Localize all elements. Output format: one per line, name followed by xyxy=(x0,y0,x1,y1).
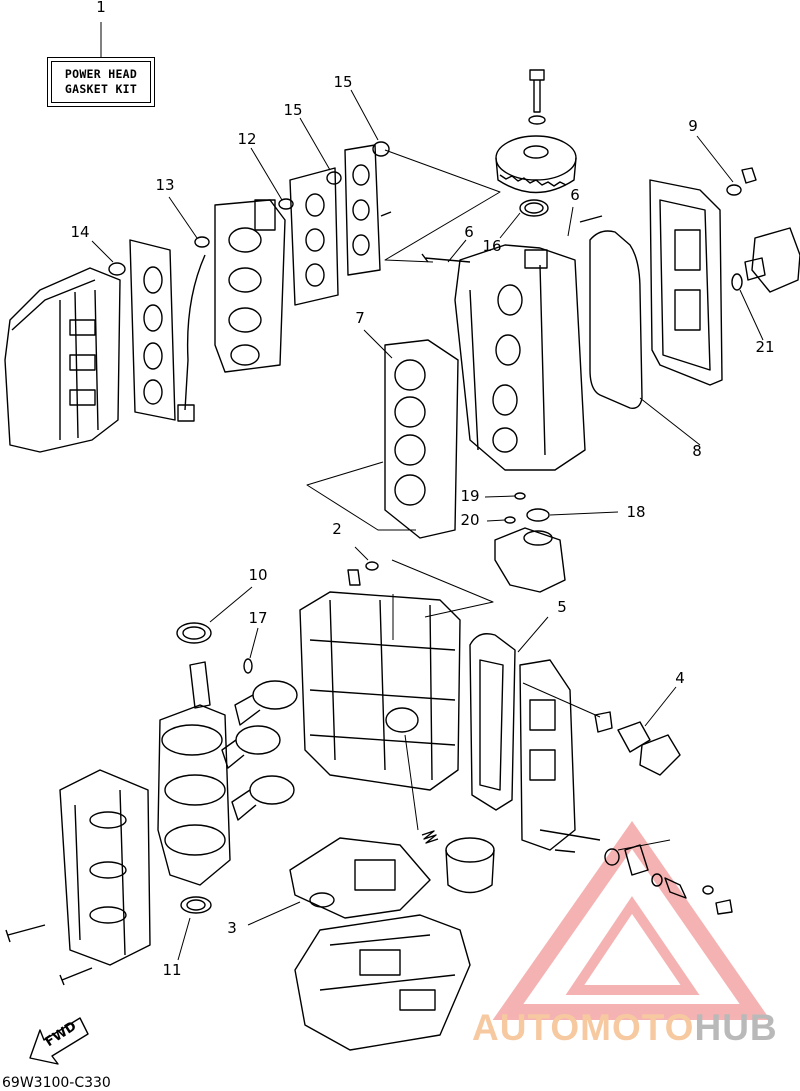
callout-15: 15 xyxy=(283,101,302,119)
crankcase-half xyxy=(59,769,151,966)
o-ring-14 xyxy=(108,262,126,276)
o-ring-17 xyxy=(243,658,253,674)
crankshaft xyxy=(157,661,231,886)
callout-1: 1 xyxy=(96,0,106,16)
guide-line xyxy=(617,839,671,851)
oil-seal-10 xyxy=(176,622,212,644)
plug xyxy=(741,167,757,184)
callout-6: 6 xyxy=(464,223,474,241)
callout-4: 4 xyxy=(675,669,685,687)
callout-5: 5 xyxy=(557,598,567,616)
exhaust-cover-gasket xyxy=(469,633,516,811)
cylinder-head xyxy=(454,244,586,471)
connector xyxy=(177,404,195,422)
callout-14: 14 xyxy=(70,223,89,241)
spring xyxy=(421,830,439,844)
flywheel-pulley xyxy=(495,135,577,194)
fwd-arrow-icon xyxy=(29,1017,89,1065)
callout-15: 15 xyxy=(333,73,352,91)
guide-line xyxy=(522,682,601,718)
o-ring-15b xyxy=(372,141,390,157)
watermark-text: AUTOMOTOHUB xyxy=(472,1008,778,1048)
callout-17: 17 xyxy=(248,609,267,627)
callout-8: 8 xyxy=(692,442,702,460)
bolt xyxy=(528,69,546,125)
thermostat-cover xyxy=(744,227,800,293)
throttle-body xyxy=(214,199,286,373)
watermark-text-main: AUTOMOTO xyxy=(472,1007,695,1048)
callout-19: 19 xyxy=(460,487,479,505)
guide-line xyxy=(384,149,501,263)
callout-7: 7 xyxy=(355,309,365,327)
sensor-wire xyxy=(184,254,206,411)
bolt xyxy=(59,967,93,986)
o-ring-13 xyxy=(194,236,210,248)
callout-21: 21 xyxy=(755,338,774,356)
oil-seal-16 xyxy=(519,199,549,217)
intake-silencer-cover xyxy=(4,267,121,453)
callout-12: 12 xyxy=(237,130,256,148)
callout-6: 6 xyxy=(570,186,580,204)
callout-2: 2 xyxy=(332,520,342,538)
plug xyxy=(594,711,613,733)
oil-pan-gasket xyxy=(289,837,431,919)
watermark-text-suffix: HUB xyxy=(694,1007,778,1048)
guide-line xyxy=(306,461,416,531)
callout-18: 18 xyxy=(626,503,645,521)
bolt-fitting xyxy=(347,569,361,586)
o-ring-15a xyxy=(326,171,342,185)
o-ring-18 xyxy=(526,508,550,522)
gasket-kit-label: POWER HEAD GASKET KIT xyxy=(47,57,155,107)
kit-label-line-2: GASKET KIT xyxy=(64,82,138,96)
head-cover xyxy=(649,179,723,386)
manifold-gasket-b xyxy=(344,144,381,276)
callout-16: 16 xyxy=(482,237,501,255)
callout-10: 10 xyxy=(248,566,267,584)
gasket-2 xyxy=(365,561,379,571)
guide-line xyxy=(404,734,419,831)
callout-20: 20 xyxy=(460,511,479,529)
cylinder-block xyxy=(299,591,461,791)
o-ring-21 xyxy=(731,273,743,291)
callout-13: 13 xyxy=(155,176,174,194)
cylinder-head-gasket xyxy=(384,339,459,539)
oil-seal-11 xyxy=(180,896,212,914)
guide-line xyxy=(391,559,494,640)
water-outlet xyxy=(494,527,566,593)
intake-gasket-plate xyxy=(129,239,176,421)
callout-11: 11 xyxy=(162,961,181,979)
exhaust-cover xyxy=(519,659,576,851)
callout-9: 9 xyxy=(688,117,698,135)
kit-label-line-1: POWER HEAD xyxy=(64,67,138,81)
o-ring-9 xyxy=(726,184,742,196)
o-ring-19 xyxy=(514,492,526,500)
bolt xyxy=(5,924,46,943)
manifold-gasket-a xyxy=(289,167,339,306)
o-ring-20 xyxy=(504,516,516,524)
stud xyxy=(421,253,471,263)
thermostat-housing xyxy=(617,721,681,776)
callout-3: 3 xyxy=(227,919,237,937)
upper-casing xyxy=(294,914,471,1051)
diagram-code: 69W3100-C330 xyxy=(2,1075,111,1091)
watermark-logo-icon xyxy=(492,821,771,1020)
piston-assembly xyxy=(221,680,298,821)
head-cover-gasket xyxy=(589,230,643,409)
oil-filter xyxy=(445,837,495,894)
o-ring-12 xyxy=(278,198,294,210)
leader-lines xyxy=(91,22,764,961)
